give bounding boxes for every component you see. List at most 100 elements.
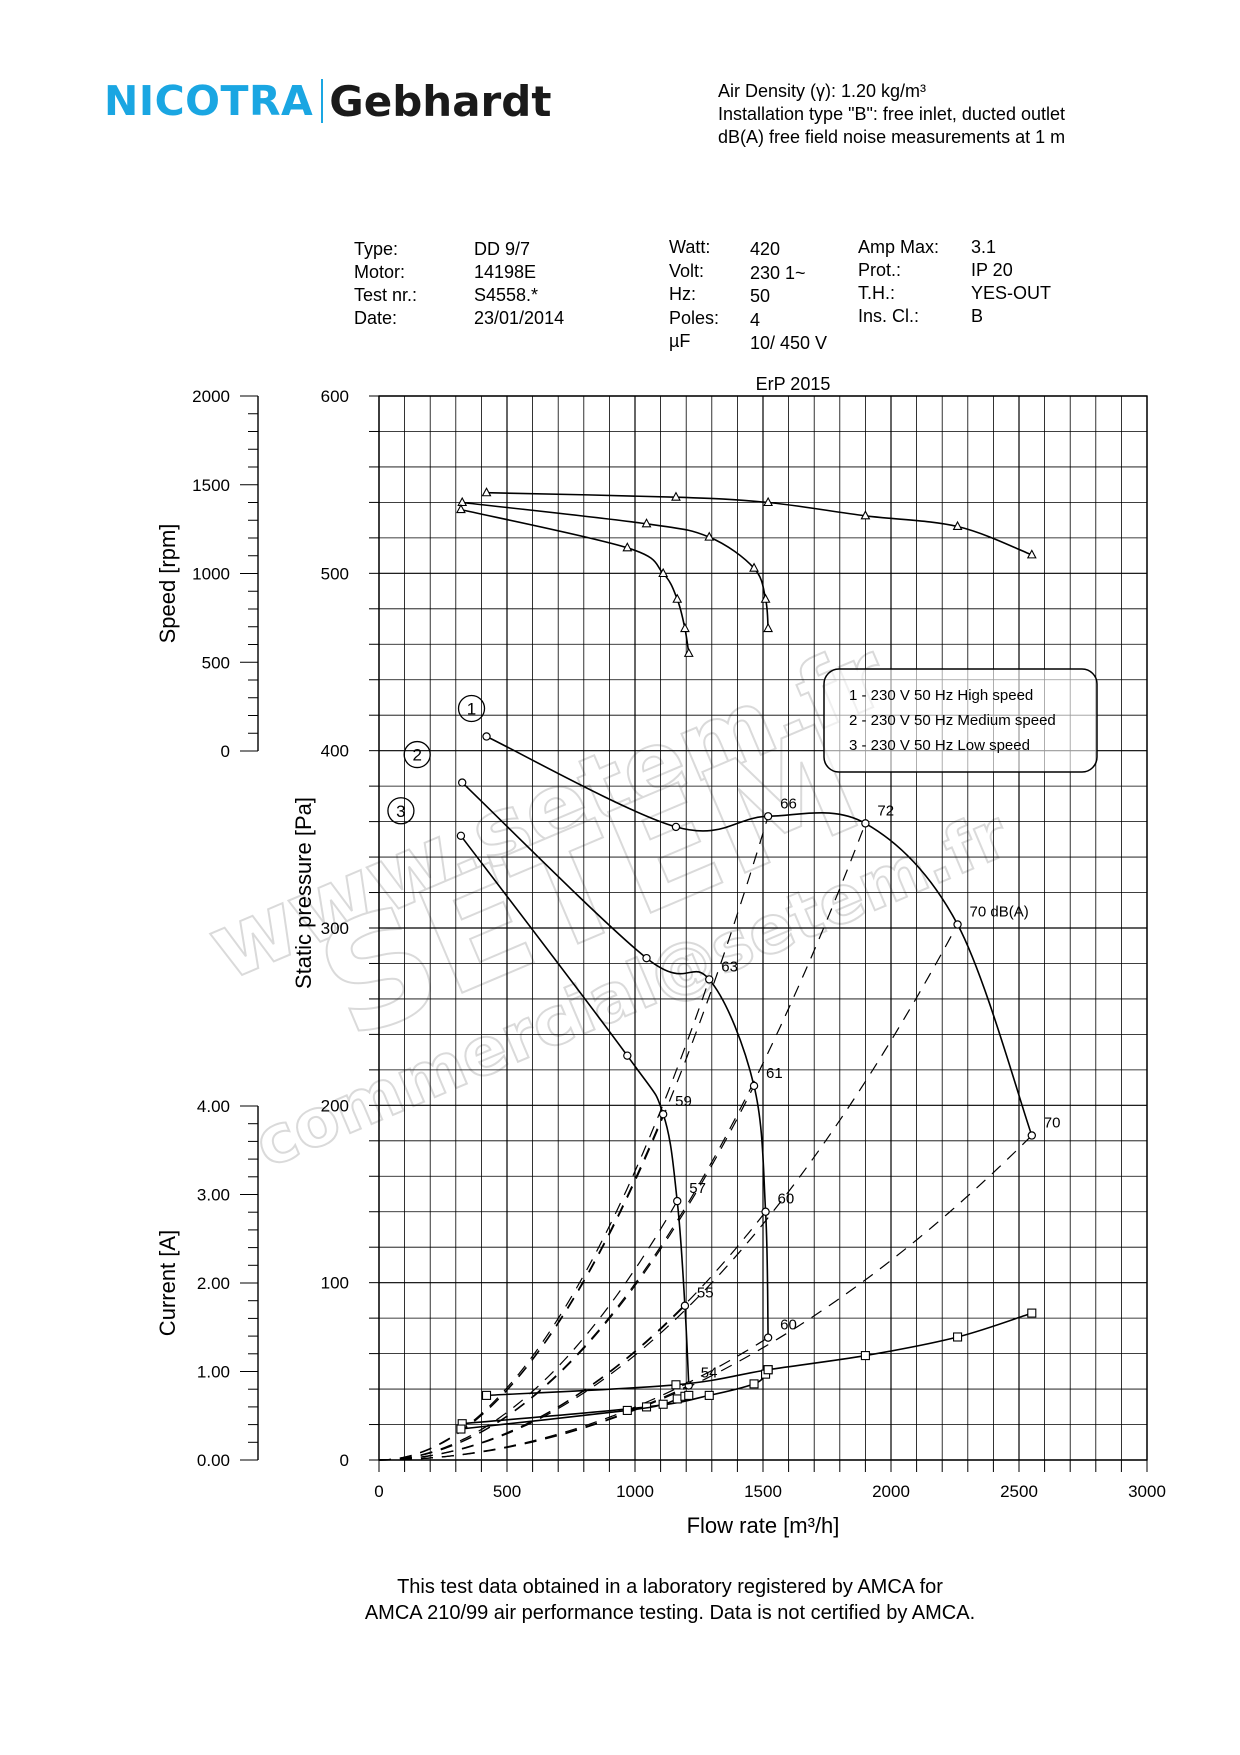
speed-point — [763, 496, 774, 507]
flow-axis-label: Flow rate [m³/h] — [687, 1513, 840, 1538]
speed-point — [749, 562, 759, 572]
pressure-point — [482, 732, 491, 741]
noise-system-line — [378, 823, 866, 1461]
curve-number-label: 2 — [412, 746, 421, 765]
flow-tick-label: 2000 — [872, 1482, 910, 1501]
footer-line-1: This test data obtained in a laboratory … — [397, 1576, 943, 1598]
flow-tick-label: 1500 — [744, 1482, 782, 1501]
noise-level-label: 59 — [675, 1093, 692, 1110]
speed-point — [860, 510, 871, 520]
pressure-point — [761, 1207, 770, 1216]
spec-label-type: Type: — [354, 239, 399, 259]
speed-point — [680, 622, 690, 633]
pressure-curve-1 — [486, 735, 1033, 1136]
spec-label-ampmax: Amp Max: — [858, 237, 940, 257]
flow-tick-label: 3000 — [1128, 1482, 1166, 1501]
pressure-point — [680, 1301, 690, 1310]
noise-level-label: 57 — [689, 1180, 706, 1197]
curve-number-circle — [457, 694, 486, 723]
pressure-tick-label: 500 — [321, 564, 349, 583]
noise-level-label: 54 — [701, 1365, 718, 1382]
current-tick-label: 2.00 — [197, 1274, 230, 1293]
current-point — [672, 1394, 682, 1404]
brand-logo-nicotra: NICOTRA — [104, 77, 314, 125]
spec-values-3: 3.1 IP 20 YES-OUT B — [971, 236, 1051, 328]
spec-value-watt: 420 — [750, 239, 781, 259]
noise-text: dB(A) free field noise measurements at 1… — [718, 127, 1066, 147]
noise-system-line — [378, 1305, 686, 1461]
flow-tick-label: 2500 — [1000, 1482, 1038, 1501]
spec-value-type: DD 9/7 — [474, 239, 531, 259]
speed-point — [457, 496, 468, 507]
flow-tick-label: 500 — [493, 1482, 521, 1501]
noise-level-label: 63 — [721, 958, 738, 975]
speed-point — [1026, 549, 1037, 559]
current-point — [658, 1399, 668, 1409]
speed-point — [672, 593, 683, 603]
noise-level-label: 70 dB(A) — [970, 903, 1029, 920]
pressure-tick-label: 300 — [321, 919, 349, 938]
legend-entry: 3 - 230 V 50 Hz Low speed — [849, 737, 1030, 754]
noise-system-line — [378, 1135, 1033, 1461]
current-point — [456, 1424, 466, 1434]
noise-system-line — [378, 979, 710, 1461]
installation-text: Installation type "B": free inlet, ducte… — [718, 104, 1065, 124]
pressure-point — [861, 819, 870, 828]
speed-point — [683, 647, 694, 657]
test-conditions: Air Density (γ): 1.20 kg/m³ Installation… — [718, 80, 1065, 149]
pressure-tick-label: 600 — [321, 387, 349, 406]
spec-label-poles: Poles: — [669, 307, 720, 328]
noise-system-line — [378, 816, 769, 1461]
pressure-point — [749, 1081, 759, 1091]
current-point — [481, 1390, 492, 1400]
pressure-point — [642, 953, 651, 963]
speed-point — [456, 503, 466, 514]
spec-values-1: DD 9/7 14198E S4558.* 23/01/2014 — [474, 238, 564, 330]
current-point — [684, 1390, 694, 1400]
spec-value-uf: 10/ 450 V — [750, 333, 828, 353]
pressure-tick-label: 100 — [321, 1274, 349, 1293]
spec-value-motor: 14198E — [474, 262, 537, 282]
current-point — [704, 1390, 714, 1400]
flow-tick-label: 0 — [374, 1482, 383, 1501]
flow-tick-label: 1000 — [616, 1482, 654, 1501]
speed-tick-label: 1500 — [192, 476, 230, 495]
pressure-point — [671, 822, 681, 832]
speed-curve-2 — [462, 501, 769, 629]
pressure-tick-label: 400 — [321, 742, 349, 761]
spec-label-th: T.H.: — [858, 283, 896, 303]
footer-line-2: AMCA 210/99 air performance testing. Dat… — [364, 1602, 976, 1624]
chart-title: ErP 2015 — [756, 374, 831, 394]
amca-footer: This test data obtained in a laboratory … — [300, 1574, 1040, 1626]
legend-entry: 1 - 230 V 50 Hz High speed — [849, 687, 1033, 704]
spec-value-inscl: B — [971, 306, 984, 326]
spec-label-motor: Motor: — [354, 262, 406, 282]
noise-level-label: 60 — [778, 1191, 795, 1208]
noise-level-label: 60 — [780, 1317, 797, 1334]
speed-curve-3 — [460, 508, 690, 654]
pressure-curve-2 — [461, 782, 769, 1338]
legend-entry: 2 - 230 V 50 Hz Medium speed — [849, 712, 1056, 729]
current-point — [749, 1379, 759, 1389]
current-tick-label: 0.00 — [197, 1451, 230, 1470]
noise-level-label: 72 — [877, 802, 894, 819]
spec-value-poles: 4 — [750, 309, 761, 330]
speed-point — [641, 518, 652, 528]
curve-number-label: 1 — [467, 699, 476, 718]
spec-value-ampmax: 3.1 — [971, 237, 997, 257]
noise-system-line — [378, 1113, 664, 1461]
spec-labels-1: Type: Motor: Test nr.: Date: — [354, 238, 417, 330]
current-point — [763, 1365, 773, 1375]
spec-label-prot: Prot.: — [858, 260, 902, 280]
spec-label-inscl: Ins. Cl.: — [858, 306, 920, 326]
spec-value-hz: 50 — [750, 286, 771, 306]
pressure-axis-label: Static pressure [Pa] — [291, 797, 316, 989]
spec-value-th: YES-OUT — [971, 283, 1052, 303]
pressure-point — [705, 975, 714, 984]
air-density-text: Air Density (γ): 1.20 kg/m³ — [718, 81, 927, 101]
curve-number-circle — [403, 740, 431, 769]
speed-tick-label: 0 — [221, 742, 230, 761]
noise-system-line — [378, 1211, 767, 1461]
pressure-point — [763, 812, 773, 821]
